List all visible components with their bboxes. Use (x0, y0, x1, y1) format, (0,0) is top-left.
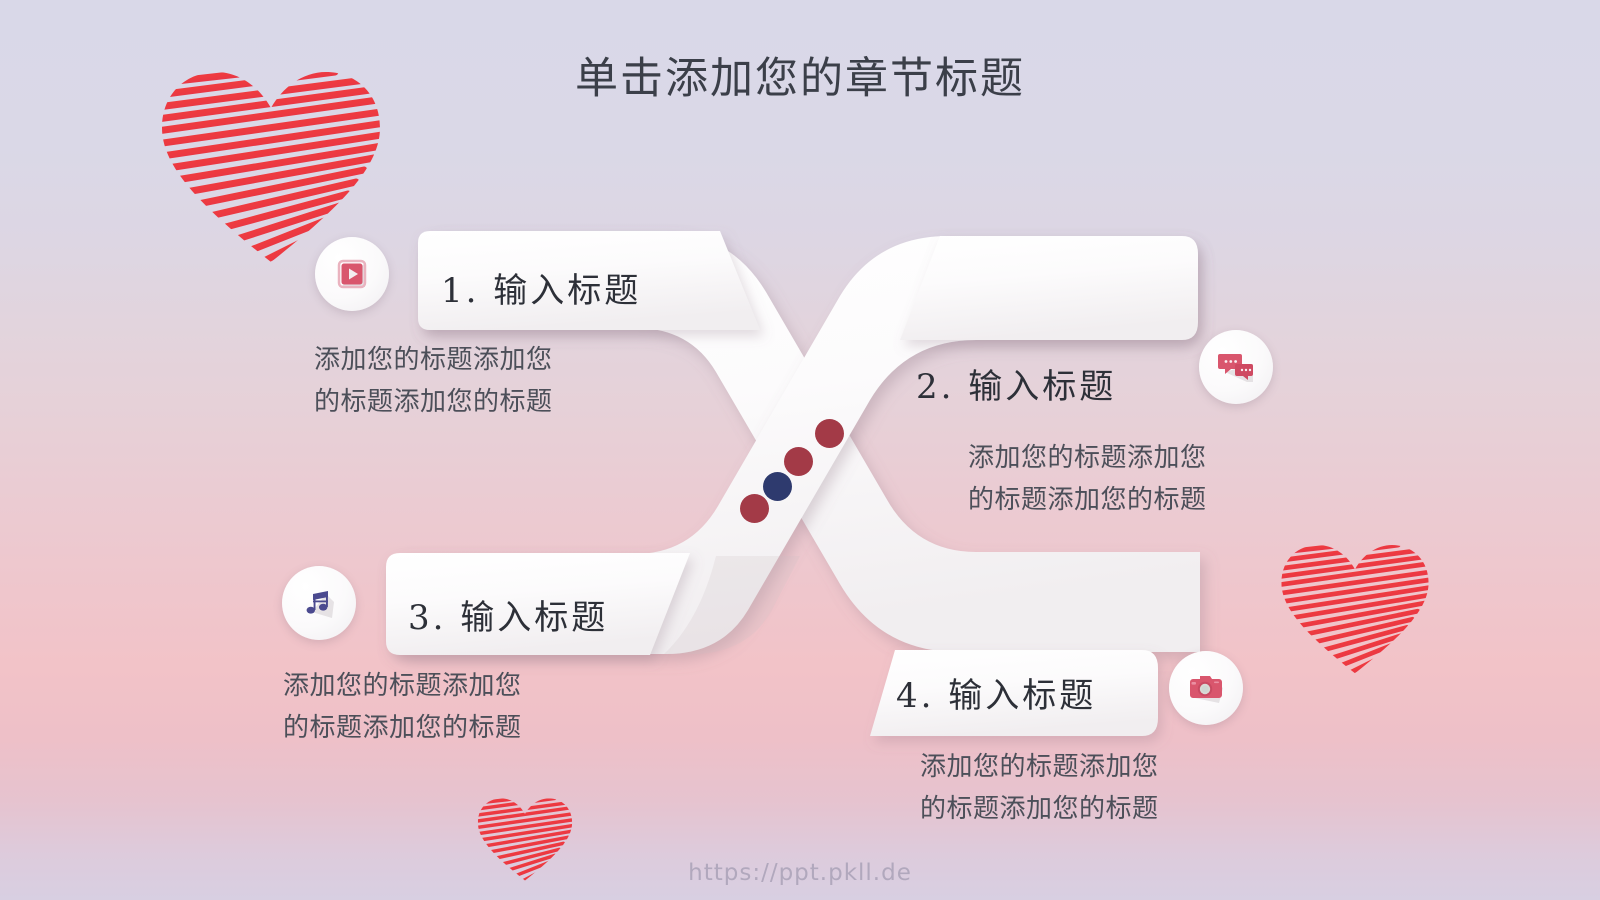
item-body-1-line1: 添加您的标题添加您 (314, 345, 553, 375)
chat-bubbles-icon-badge[interactable] (1199, 330, 1273, 404)
item-body-3-line2: 的标题添加您的标题 (283, 713, 522, 744)
watermark-url: https://ppt.pkll.de (688, 860, 912, 886)
item-body-2: 添加您的标题添加您 的标题添加您的标题 (968, 437, 1207, 521)
camera-icon (1187, 672, 1225, 704)
node-dot-4 (740, 494, 769, 523)
chat-bubbles-icon (1217, 350, 1255, 384)
item-body-1-line2: 的标题添加您的标题 (314, 387, 553, 418)
item-body-4-line1: 添加您的标题添加您 (920, 752, 1159, 782)
ribbon-item3-to-item2 (388, 236, 1196, 654)
item-body-2-line1: 添加您的标题添加您 (968, 443, 1207, 473)
camera-icon-badge[interactable] (1169, 651, 1243, 725)
node-dot-1 (815, 419, 844, 448)
page-title: 单击添加您的章节标题 (575, 54, 1025, 104)
music-note-icon-badge[interactable] (282, 566, 356, 640)
music-note-icon (302, 586, 336, 620)
item-body-1: 添加您的标题添加您 的标题添加您的标题 (314, 339, 553, 423)
node-dot-3 (763, 472, 792, 501)
item-body-3: 添加您的标题添加您 的标题添加您的标题 (283, 665, 522, 749)
ribbon-endcaps (386, 231, 1198, 736)
video-play-icon (335, 257, 369, 291)
item-heading-3: 3. 输入标题 (408, 598, 609, 638)
item-heading-1: 1. 输入标题 (441, 271, 642, 311)
item-body-3-line1: 添加您的标题添加您 (283, 671, 522, 701)
item-heading-2: 2. 输入标题 (916, 367, 1117, 407)
item-body-4-line2: 的标题添加您的标题 (920, 794, 1159, 825)
video-play-icon-badge[interactable] (315, 237, 389, 311)
item-heading-4: 4. 输入标题 (896, 676, 1097, 716)
item-body-4: 添加您的标题添加您 的标题添加您的标题 (920, 746, 1159, 830)
node-dot-2 (784, 447, 813, 476)
item-body-2-line2: 的标题添加您的标题 (968, 485, 1207, 516)
ribbon-crossing-shade (664, 556, 800, 654)
